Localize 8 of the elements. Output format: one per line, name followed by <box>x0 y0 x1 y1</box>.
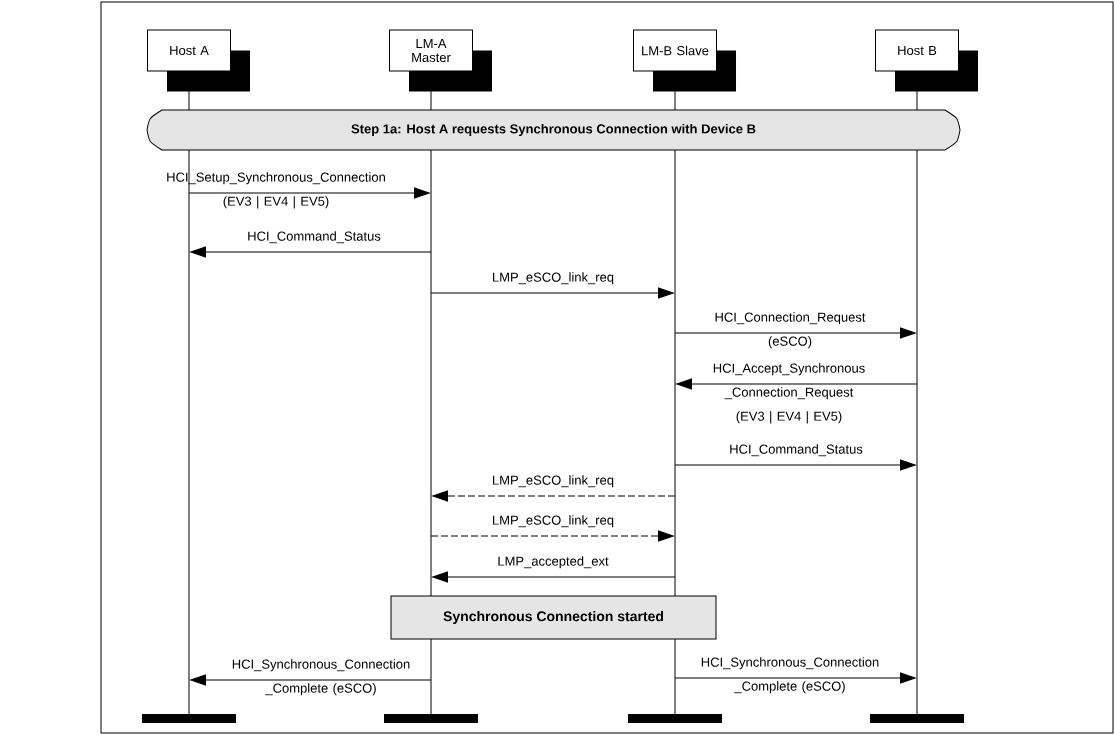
message-label: LMP_accepted_ext <box>498 556 609 569</box>
message-label: HCI_Command_Status <box>248 231 381 244</box>
message-label: LMP_eSCO_link_req <box>493 515 614 528</box>
message-label: LMP_eSCO_link_req <box>493 475 614 488</box>
node-label: LM-A <box>416 38 447 48</box>
state-box: Synchronous Connection started <box>390 595 717 640</box>
message-label: LMP_eSCO_link_req <box>493 272 614 285</box>
step-banner: Step 1a: Host A requests Synchronous Connection with Device B <box>146 109 961 151</box>
